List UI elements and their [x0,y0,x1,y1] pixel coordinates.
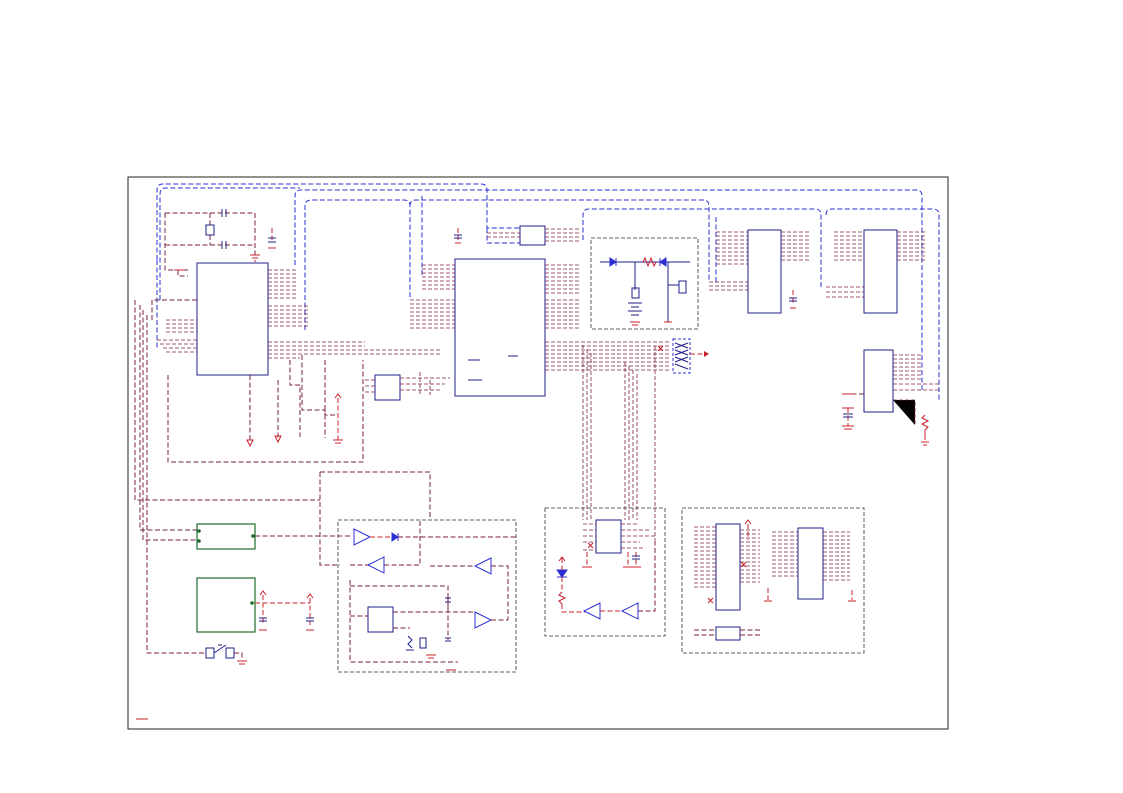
ic-right-small [863,349,894,413]
resistor-icon [558,591,567,605]
no-connect-icon [657,345,664,352]
crystal-icon [205,224,215,236]
signal-conditioning-circuit [349,520,516,671]
mcu-pins [157,269,440,359]
switch-icon [406,635,414,651]
ground-icon [333,439,343,444]
resistor-icon [920,414,930,446]
buffer-icon [474,611,493,629]
resistor-icon [642,256,657,268]
ic-mcu [196,262,269,376]
buffer-icon [353,528,372,546]
capacitor-icon [259,617,314,622]
module-power [196,577,256,633]
sensor-group [544,507,666,637]
diode-icon [556,569,568,578]
memory-1-pins [709,231,810,291]
capacitor-icon [419,637,427,649]
ic-sensor-driver [595,519,622,554]
connector-top [519,225,546,246]
sheet-border [127,176,949,730]
ic-memory-2 [863,229,898,314]
ic-main [454,258,546,397]
switch-icon [678,280,687,294]
buffer-icon [473,557,492,575]
connector-top-pins [487,228,580,242]
buffer-icon [620,602,639,620]
vertical-bus-center [582,345,656,540]
ic-memory-3 [715,523,741,611]
battery-icon [628,302,642,316]
memory-group [681,507,865,654]
buffer-pins [365,372,450,395]
ground-icon [842,393,864,430]
no-connect-icon [707,561,747,604]
main-ic-labels [468,355,518,381]
capacitor-icon [454,228,462,244]
no-connect-icon [587,542,594,549]
power-circuit-group [590,237,699,330]
power-regulator-nets [255,590,314,631]
capacitor-icon [268,228,276,249]
arrow-icon [274,435,282,444]
ic-memory-1 [747,229,782,314]
left-signal-traces [134,299,431,654]
signal-conditioning-group [337,519,517,673]
diode-icon [609,257,617,267]
capacitor-icon [221,209,227,249]
diode-icon [659,257,667,267]
resistor-icon [445,597,451,642]
capacitor-icon [789,290,797,309]
ic-memory-4 [797,527,824,600]
power-circuit [600,256,690,326]
arrow-icon [704,351,709,357]
main-ic-pins [410,264,670,371]
memory-circuit [694,519,856,641]
buffer-icon [582,602,601,620]
memory-2-pins [826,231,925,298]
oscillator-circuit [164,209,276,277]
connector-right [657,338,709,374]
ic-buffer [374,374,401,401]
switch-icon [205,644,247,665]
arrow-icon [246,439,254,448]
sensor-circuit [556,519,656,620]
capacitor-icon [632,555,640,560]
connector-memory [715,626,741,641]
module-interface [196,523,256,550]
blue-bus-lines [156,183,940,400]
ic-comparator [367,606,394,633]
ground-icon [250,254,260,262]
ic-right-small-pins [893,354,939,425]
resistor-icon [631,287,640,299]
mcu-bottom-nets [246,355,343,448]
buffer-icon [366,556,385,574]
diode-icon [391,532,399,542]
